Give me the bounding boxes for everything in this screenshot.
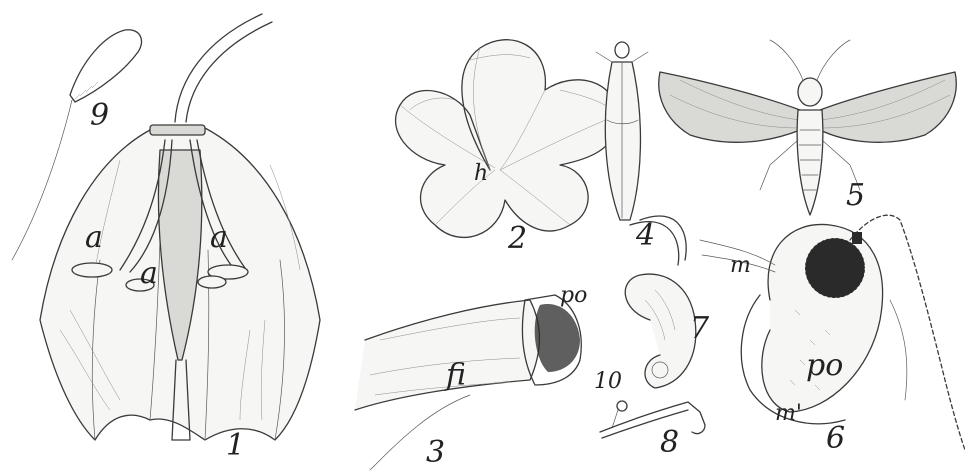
label-m-prime: m' <box>775 401 802 426</box>
figure-number-4: 4 <box>635 218 655 253</box>
figure-number-6: 6 <box>826 421 845 456</box>
figure-number-2: 2 <box>507 221 527 256</box>
figure-6-head <box>700 215 965 450</box>
figure-5-moth <box>659 40 957 215</box>
label-a-left: a <box>85 220 103 255</box>
label-h: h <box>474 161 488 186</box>
label-fi: fi <box>444 358 466 393</box>
figure-number-1: 1 <box>226 428 245 463</box>
figure-number-9: 9 <box>90 98 109 133</box>
label-po-fig3: po <box>560 283 587 308</box>
figure-number-7: 7 <box>690 311 710 346</box>
figure-2-rosette <box>396 40 619 238</box>
figure-number-8: 8 <box>660 425 679 460</box>
figure-3-anther <box>355 295 581 470</box>
label-a-right: a <box>210 220 228 255</box>
label-a-center: a <box>140 256 158 291</box>
figure-1-flower <box>40 14 320 440</box>
label-po-fig6: po <box>806 348 843 383</box>
figure-8-hook <box>600 402 705 438</box>
figure-number-3: 3 <box>426 435 445 470</box>
figure-number-10: 10 <box>594 369 622 394</box>
figure-number-5: 5 <box>846 178 865 213</box>
label-m: m <box>730 253 751 278</box>
